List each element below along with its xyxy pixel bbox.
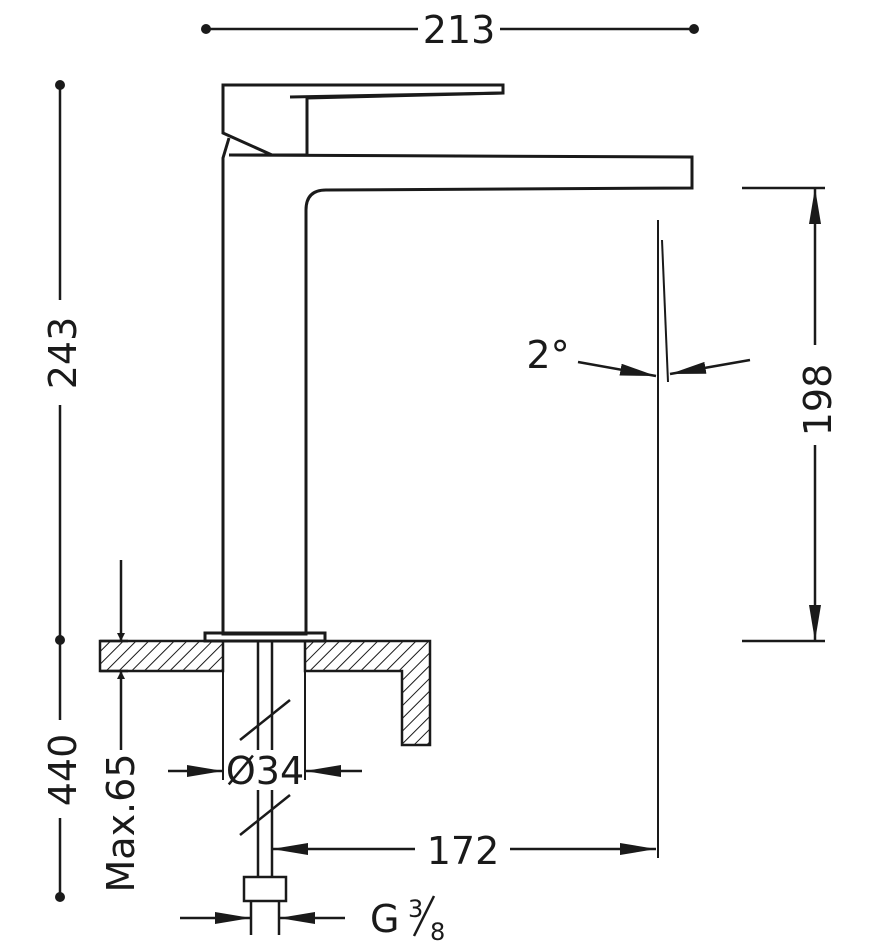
base-flange	[203, 631, 327, 643]
thread-numerator: 3	[408, 895, 423, 923]
thread-fraction-slash	[412, 895, 436, 937]
countertop-section	[98, 639, 432, 747]
thread-letter: G	[370, 897, 399, 941]
hose-bottom-dot	[55, 892, 65, 902]
faucet-body	[203, 83, 694, 643]
deck-thickness-dimension: Max.65	[99, 560, 143, 893]
hose-length-label: 440	[41, 734, 85, 807]
reach-dimension: 172	[272, 829, 656, 873]
water-stream: 2°	[526, 220, 751, 858]
angle-arrow-left	[577, 360, 657, 378]
angle-label: 2°	[526, 333, 569, 377]
width-dimension: 213	[201, 8, 699, 52]
angle-arrow-right	[669, 358, 751, 376]
hole-label-bg	[225, 750, 303, 790]
hose-break-2	[239, 794, 291, 836]
lever-handle	[221, 83, 505, 157]
width-label: 213	[423, 8, 496, 52]
hose-length-dimension: 440	[41, 640, 85, 902]
total-height-dimension: 243	[41, 80, 85, 645]
hole-diameter-dimension: Ø34	[168, 671, 362, 793]
thread-denominator: 8	[430, 918, 445, 942]
body-and-spout	[221, 137, 694, 636]
spout-height-label: 198	[796, 364, 840, 437]
hose-fitting	[242, 875, 288, 903]
width-end-dot	[689, 24, 699, 34]
reach-label: 172	[427, 829, 500, 873]
countertop-left	[98, 639, 225, 673]
stream-angled-line	[661, 239, 669, 383]
spout-height-dimension: 198	[742, 186, 840, 643]
total-height-label: 243	[41, 317, 85, 390]
deck-thickness-label: Max.65	[99, 754, 143, 893]
lever-top-edge	[289, 91, 504, 99]
hole-diameter-label: Ø34	[226, 749, 304, 793]
connection-thread-dimension: G 3 8	[180, 895, 445, 942]
hose-break-1	[239, 699, 291, 741]
countertop-right	[303, 639, 432, 747]
